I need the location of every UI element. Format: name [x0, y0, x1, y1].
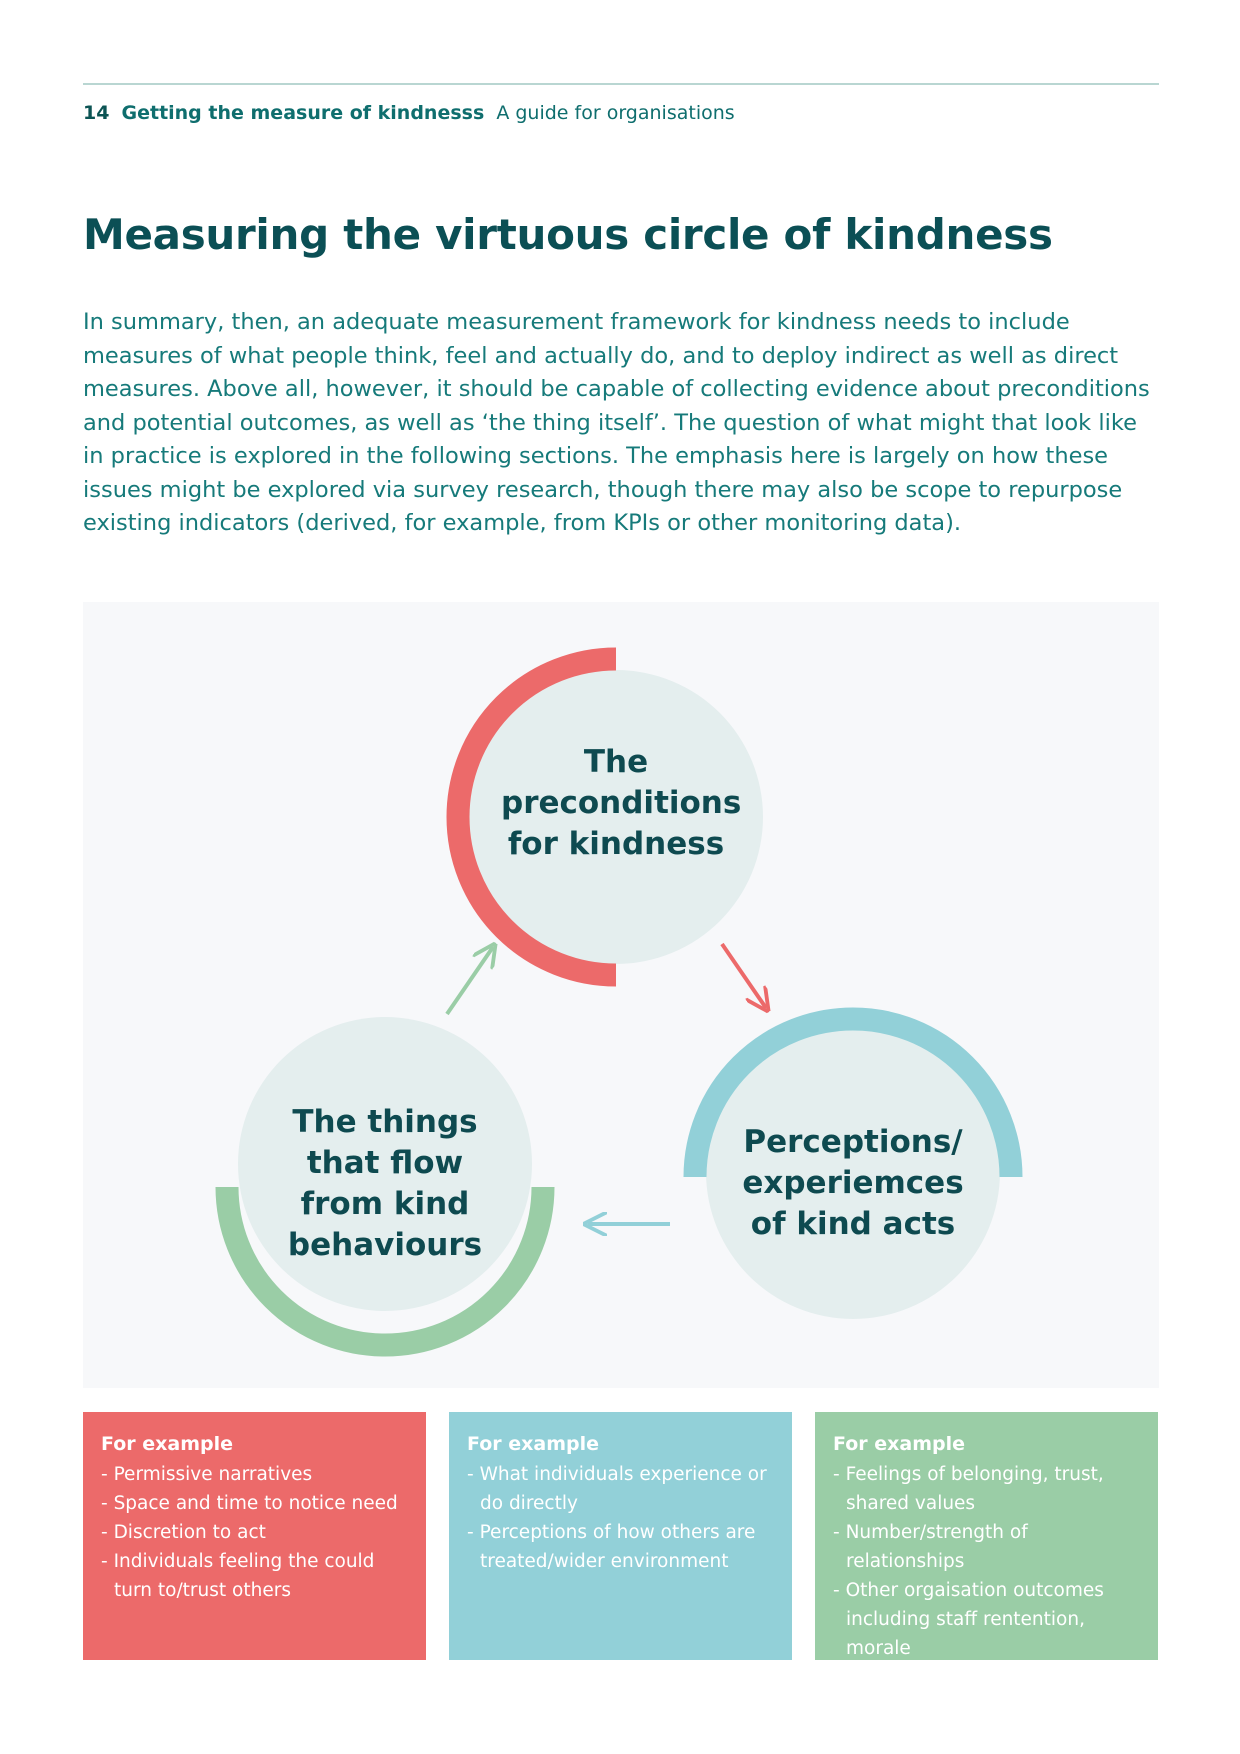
list-item: What individuals experience or do direct…: [467, 1460, 782, 1518]
outcomes-circle: [238, 1017, 532, 1311]
arrow-preconditions-to-perceptions: [720, 942, 766, 1008]
list-item: Discretion to act: [101, 1518, 416, 1547]
perceptions-label: Perceptions/ experiemces of kind acts: [742, 1124, 964, 1242]
document-subtitle: A guide for organisations: [496, 102, 735, 124]
preconditions-circle: [469, 670, 763, 964]
list-item: Feelings of belonging, trust, shared val…: [833, 1460, 1148, 1518]
running-header: 14 Getting the measure of kindnesss A gu…: [83, 102, 735, 124]
perceptions-arc: [683, 1007, 1023, 1178]
list-item: Other orgaisation outcomes including sta…: [833, 1576, 1148, 1663]
outcomes-label: The things that flow from kind behaviour…: [287, 1104, 483, 1263]
intro-paragraph: In summary, then, an adequate measuremen…: [83, 309, 1150, 536]
list-item: Permissive narratives: [101, 1460, 416, 1489]
page-title: Measuring the virtuous circle of kindnes…: [83, 210, 1053, 259]
examples-list: What individuals experience or do direct…: [467, 1460, 782, 1576]
document-title: Getting the measure of kindnesss: [121, 102, 485, 124]
page-number: 14: [83, 102, 110, 124]
virtuous-circle-diagram: The preconditions for kindness Perceptio…: [83, 602, 1159, 1388]
examples-list: Feelings of belonging, trust, shared val…: [833, 1460, 1148, 1663]
examples-heading: For example: [101, 1433, 234, 1455]
outcomes-arc: [215, 1186, 555, 1357]
examples-heading: For example: [833, 1433, 966, 1455]
examples-list: Permissive narratives Space and time to …: [101, 1460, 416, 1605]
header-rule: [83, 83, 1159, 85]
list-item: Perceptions of how others are treated/wi…: [467, 1518, 782, 1576]
arrow-outcomes-to-preconditions: [445, 947, 493, 1016]
preconditions-label: The preconditions for kindness: [501, 744, 742, 862]
perceptions-circle: [706, 1025, 1000, 1319]
diagram-graphics: [215, 647, 1023, 1357]
list-item: Space and time to notice need: [101, 1489, 416, 1518]
preconditions-arc: [446, 647, 617, 987]
perceptions-examples-box: For example What individuals experience …: [449, 1412, 792, 1660]
examples-heading: For example: [467, 1433, 600, 1455]
list-item: Individuals feeling the could turn to/tr…: [101, 1547, 416, 1605]
preconditions-examples-box: For example Permissive narratives Space …: [83, 1412, 426, 1660]
outcomes-examples-box: For example Feelings of belonging, trust…: [815, 1412, 1158, 1660]
list-item: Number/strength of relationships: [833, 1518, 1148, 1576]
